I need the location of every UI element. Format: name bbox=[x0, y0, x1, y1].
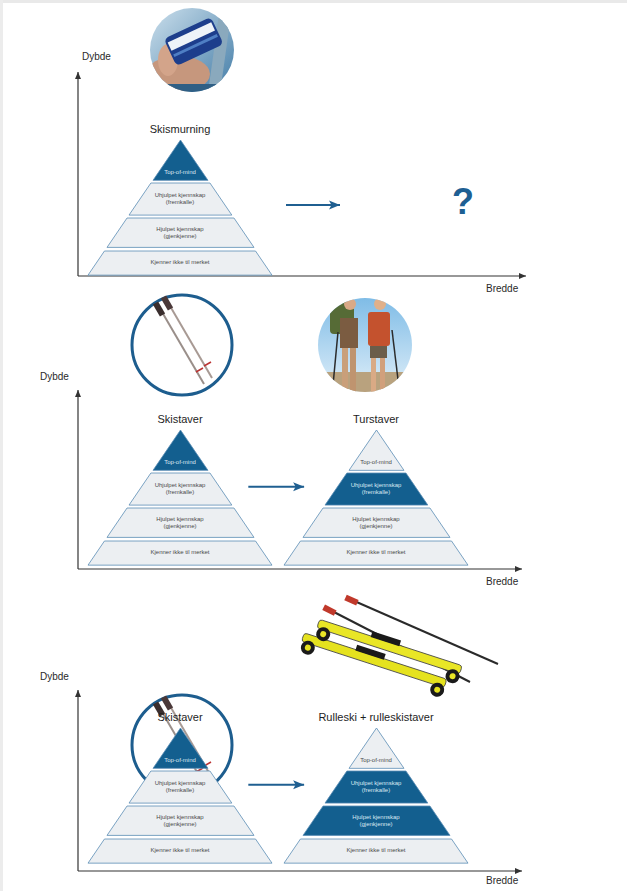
level-text: Uhjulpet kjennskap (fremkalle) bbox=[339, 780, 413, 794]
level-band bbox=[153, 728, 208, 768]
pyramid-heading: Skistaver bbox=[86, 412, 274, 426]
level-text: Hjulpet kjennskap (gjenkjenne) bbox=[339, 814, 413, 828]
pyramid-heading: Skismurning bbox=[86, 122, 274, 136]
level-text: Uhjulpet kjennskap (fremkalle) bbox=[339, 482, 413, 496]
level-band bbox=[325, 771, 428, 803]
axis-label: Bredde bbox=[486, 875, 518, 887]
pyramid-level: Uhjulpet kjennskap (fremkalle) bbox=[324, 473, 429, 505]
pyramid-level: Hjulpet kjennskap (gjenkjenne) bbox=[106, 508, 255, 537]
connector-arrow bbox=[248, 784, 304, 786]
pyramid-level: Hjulpet kjennskap (gjenkjenne) bbox=[302, 508, 451, 537]
level-text: Kjenner ikke til merket bbox=[120, 847, 240, 854]
pyramid-level: Uhjulpet kjennskap (fremkalle) bbox=[128, 473, 233, 505]
level-band bbox=[325, 473, 428, 505]
level-band bbox=[88, 839, 272, 863]
poles-icon bbox=[132, 295, 232, 395]
level-band bbox=[153, 140, 208, 180]
pyramid-level: Kjenner ikke til merket bbox=[283, 839, 469, 863]
level-band bbox=[129, 473, 232, 505]
level-band bbox=[107, 806, 254, 835]
pyramid-level: Hjulpet kjennskap (gjenkjenne) bbox=[106, 218, 255, 247]
level-text: Top-of-mind bbox=[155, 169, 205, 176]
pyramid-heading: Turstaver bbox=[282, 412, 470, 426]
level-band bbox=[107, 218, 254, 247]
axis-label: Bredde bbox=[486, 576, 518, 588]
level-band bbox=[88, 541, 272, 565]
pyramid-level: Hjulpet kjennskap (gjenkjenne) bbox=[106, 806, 255, 835]
axis-label: Dybde bbox=[40, 671, 69, 683]
page-frame bbox=[0, 0, 627, 3]
axis-label: Dybde bbox=[82, 51, 111, 63]
awareness-pyramid: SkistaverTop-of-mindUhjulpet kjennskap (… bbox=[86, 412, 274, 567]
level-band bbox=[129, 771, 232, 803]
pyramid-level: Uhjulpet kjennskap (fremkalle) bbox=[128, 771, 233, 803]
pyramid-level: Top-of-mind bbox=[152, 140, 209, 180]
awareness-pyramid: Rulleski + rulleskistaverTop-of-mindUhju… bbox=[282, 710, 470, 865]
pyramid-heading: Skistaver bbox=[86, 710, 274, 724]
level-band bbox=[153, 430, 208, 470]
axis-label: Bredde bbox=[486, 283, 518, 295]
hikers-photo bbox=[316, 296, 416, 402]
rollerski-picture bbox=[298, 595, 498, 699]
pyramid-level: Top-of-mind bbox=[152, 430, 209, 470]
pyramid-level: Kjenner ikke til merket bbox=[87, 251, 273, 275]
level-text: Kjenner ikke til merket bbox=[120, 549, 240, 556]
level-band bbox=[284, 541, 468, 565]
level-text: Hjulpet kjennskap (gjenkjenne) bbox=[339, 516, 413, 530]
pyramid-level: Uhjulpet kjennskap (fremkalle) bbox=[128, 183, 233, 215]
pyramid-level: Kjenner ikke til merket bbox=[87, 839, 273, 863]
level-text: Uhjulpet kjennskap (fremkalle) bbox=[143, 192, 217, 206]
pyramid-level: Hjulpet kjennskap (gjenkjenne) bbox=[302, 806, 451, 835]
level-band bbox=[129, 183, 232, 215]
level-text: Hjulpet kjennskap (gjenkjenne) bbox=[143, 516, 217, 530]
level-band bbox=[107, 508, 254, 537]
level-text: Uhjulpet kjennskap (fremkalle) bbox=[143, 482, 217, 496]
level-text: Top-of-mind bbox=[155, 757, 205, 764]
page-frame bbox=[0, 0, 3, 891]
pyramid-level: Top-of-mind bbox=[348, 430, 405, 470]
wax-photo bbox=[146, 4, 238, 96]
level-band bbox=[284, 839, 468, 863]
level-text: Kjenner ikke til merket bbox=[316, 549, 436, 556]
pyramid-heading: Rulleski + rulleskistaver bbox=[282, 710, 470, 724]
awareness-pyramid: TurstaverTop-of-mindUhjulpet kjennskap (… bbox=[282, 412, 470, 567]
level-band bbox=[349, 728, 404, 768]
pyramid-level: Kjenner ikke til merket bbox=[87, 541, 273, 565]
arrow bbox=[286, 204, 340, 206]
level-text: Uhjulpet kjennskap (fremkalle) bbox=[143, 780, 217, 794]
connector-arrow bbox=[248, 486, 304, 488]
axes bbox=[78, 72, 526, 871]
question-mark: ? bbox=[452, 180, 474, 223]
level-text: Hjulpet kjennskap (gjenkjenne) bbox=[143, 226, 217, 240]
pyramid-level: Kjenner ikke til merket bbox=[283, 541, 469, 565]
level-band bbox=[303, 806, 450, 835]
level-text: Hjulpet kjennskap (gjenkjenne) bbox=[143, 814, 217, 828]
level-text: Kjenner ikke til merket bbox=[316, 847, 436, 854]
level-text: Kjenner ikke til merket bbox=[120, 259, 240, 266]
level-text: Top-of-mind bbox=[155, 459, 205, 466]
awareness-pyramid: SkistaverTop-of-mindUhjulpet kjennskap (… bbox=[86, 710, 274, 865]
level-band bbox=[303, 508, 450, 537]
level-band bbox=[88, 251, 272, 275]
level-band bbox=[349, 430, 404, 470]
axis-label: Dybde bbox=[40, 371, 69, 383]
pyramid-level: Uhjulpet kjennskap (fremkalle) bbox=[324, 771, 429, 803]
awareness-pyramid: SkismurningTop-of-mindUhjulpet kjennskap… bbox=[86, 122, 274, 277]
pyramid-level: Top-of-mind bbox=[348, 728, 405, 768]
pyramid-level: Top-of-mind bbox=[152, 728, 209, 768]
level-text: Top-of-mind bbox=[351, 459, 401, 466]
level-text: Top-of-mind bbox=[351, 757, 401, 764]
